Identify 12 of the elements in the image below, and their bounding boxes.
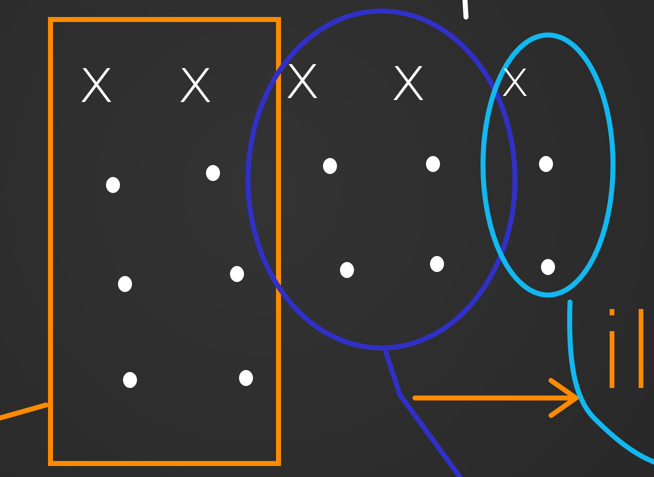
handwritten-letter: il [598,300,654,404]
handwritten-letter: x [390,48,427,110]
arrow [412,378,578,418]
handwritten-letter: x [177,50,214,112]
ellipse-outline [480,32,616,298]
line [383,348,462,477]
handwritten-letter: x [284,46,321,108]
rectangle-outline [48,17,281,466]
handwritten-letter: x [500,54,530,104]
handwritten-letter: x [78,50,115,112]
line [0,402,48,420]
ellipse-outline [566,300,654,462]
